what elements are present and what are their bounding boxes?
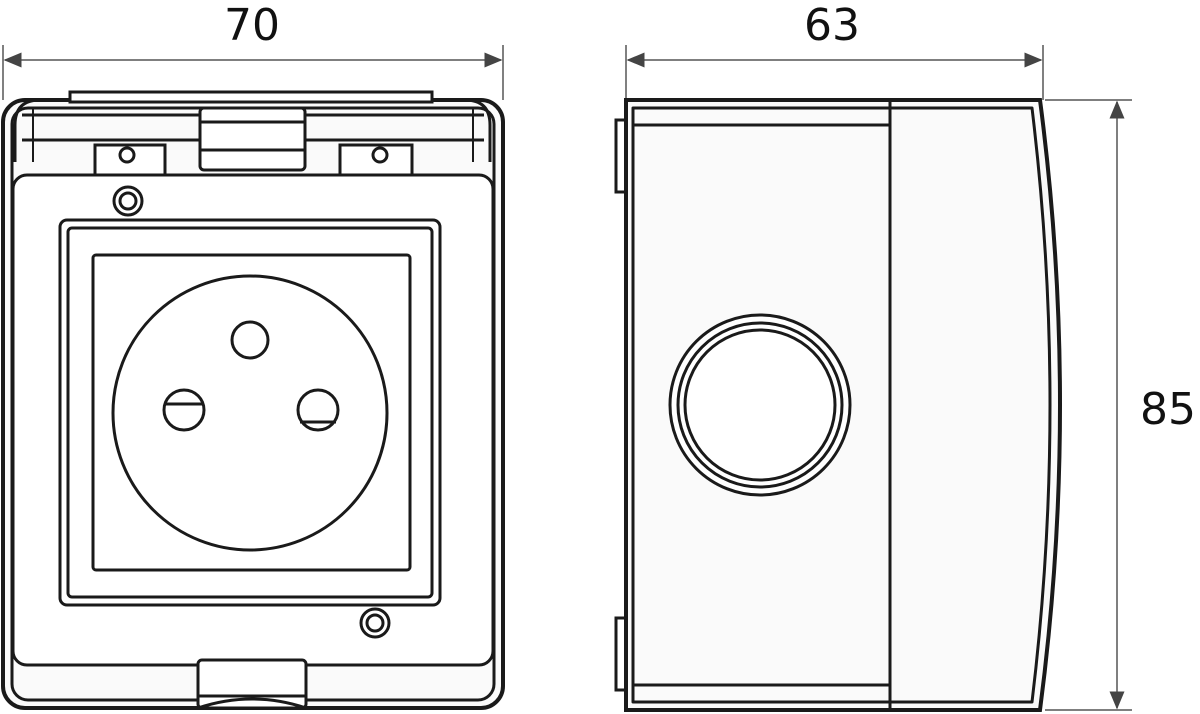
depth-dimension: 63 [625,0,1044,100]
hinge-top-rib [68,90,434,104]
bottom-latch [196,658,308,710]
height-dimension: 85 [1045,99,1196,711]
hinge-screw-right-icon [371,146,389,164]
front-view [1,90,505,710]
center-hinge-block [198,106,307,172]
depth-label: 63 [804,0,860,51]
height-label: 85 [1140,384,1196,435]
socket-hole-right-icon [296,388,340,432]
side-view [614,98,1062,712]
socket-face [111,274,389,552]
socket-hole-left-icon [162,388,206,432]
width-dimension: 70 [2,0,504,100]
earth-pin-icon [230,320,270,360]
side-body-inner [631,106,1052,704]
hinge-screw-left-icon [118,146,136,164]
width-label: 70 [224,0,280,51]
